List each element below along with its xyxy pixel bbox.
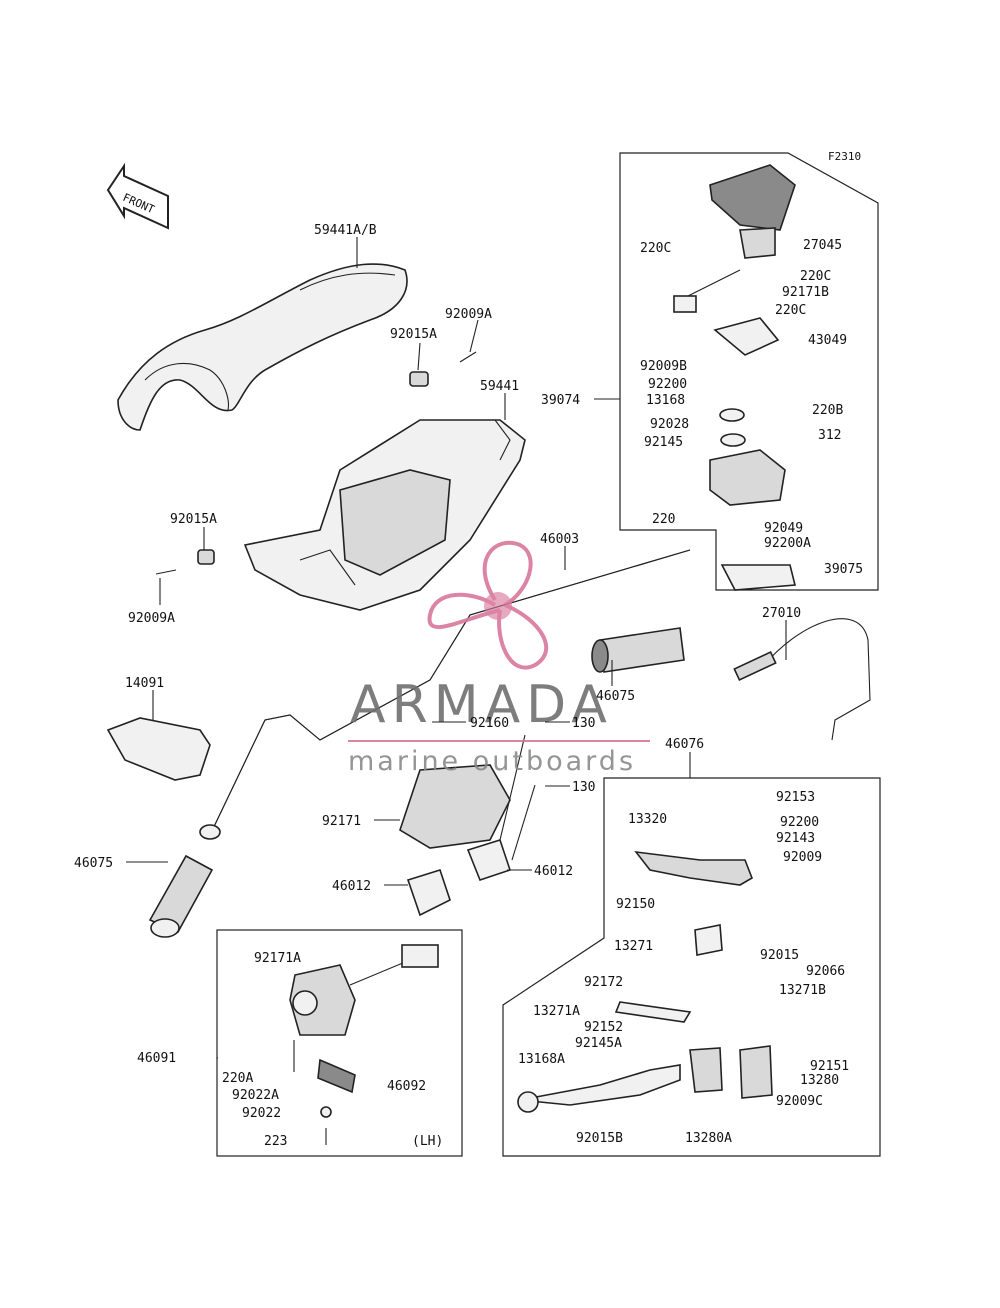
label-92200-a: 92200 (648, 377, 687, 392)
label-92009a-left: 92009A (128, 611, 175, 626)
label-220: 220 (652, 512, 675, 527)
handlebar (199, 549, 691, 840)
switch-assembly-box (216, 929, 463, 1157)
label-223: 223 (264, 1134, 287, 1149)
label-312: 312 (818, 428, 841, 443)
label-13271a: 13271A (533, 1004, 580, 1019)
label-92143: 92143 (776, 831, 815, 846)
throttle-cable (759, 618, 871, 741)
collar-92015a-top (409, 371, 429, 387)
label-220c-a: 220C (640, 241, 671, 256)
label-92009c: 92009C (776, 1094, 823, 1109)
label-130-b: 130 (572, 780, 595, 795)
label-92150: 92150 (616, 897, 655, 912)
label-92015a-top: 92015A (390, 327, 437, 342)
watermark-tagline: marine outboards (348, 746, 636, 777)
grip-left (148, 854, 214, 938)
label-13168: 13168 (646, 393, 685, 408)
label-46091: 46091 (137, 1051, 176, 1066)
label-92171: 92171 (322, 814, 361, 829)
label-92200-b: 92200 (780, 815, 819, 830)
bolt-92009a-left (155, 569, 177, 575)
label-46076: 46076 (665, 737, 704, 752)
label-27045: 27045 (803, 238, 842, 253)
part-labels: 59441A/B 92009A 92015A 59441 92015A 9200… (74, 223, 863, 1149)
label-220b: 220B (812, 403, 843, 418)
watermark-brand: ARMADA (350, 675, 613, 735)
handlebar-cover-upper (117, 263, 408, 431)
label-92152: 92152 (584, 1020, 623, 1035)
label-92160: 92160 (470, 716, 509, 731)
label-46003: 46003 (540, 532, 579, 547)
throttle-case (673, 164, 797, 591)
label-13168a: 13168A (518, 1052, 565, 1067)
grip-right (591, 627, 685, 673)
label-46075-left: 46075 (74, 856, 113, 871)
label-220c-b: 220C (800, 269, 831, 284)
label-46012-right: 46012 (534, 864, 573, 879)
label-46092: 46092 (387, 1079, 426, 1094)
label-lh: (LH) (412, 1134, 443, 1149)
label-220c-c: 220C (775, 303, 806, 318)
figure-code: F2310 (828, 150, 861, 163)
label-46075-right: 46075 (596, 689, 635, 704)
brake-lever (517, 850, 773, 1113)
cable-adjuster (733, 651, 777, 681)
label-92153: 92153 (776, 790, 815, 805)
handlebar-holder (399, 734, 536, 917)
label-92049: 92049 (764, 521, 803, 536)
label-92151: 92151 (810, 1059, 849, 1074)
label-14091: 14091 (125, 676, 164, 691)
leader-lines (126, 237, 787, 1059)
lever-assembly-box (502, 777, 881, 1157)
label-92015a-left: 92015A (170, 512, 217, 527)
label-13280a: 13280A (685, 1131, 732, 1146)
label-43049: 43049 (808, 333, 847, 348)
label-59441: 59441 (480, 379, 519, 394)
label-130-a: 130 (572, 716, 595, 731)
label-92145a: 92145A (575, 1036, 622, 1051)
label-39075: 39075 (824, 562, 863, 577)
label-27010: 27010 (762, 606, 801, 621)
label-92172: 92172 (584, 975, 623, 990)
front-arrow-icon: FRONT (106, 162, 169, 230)
label-92171b: 92171B (782, 285, 829, 300)
label-92009a-top: 92009A (445, 307, 492, 322)
label-92009b: 92009B (640, 359, 687, 374)
label-92145: 92145 (644, 435, 683, 450)
collar-92015a-left (197, 549, 215, 565)
label-59441ab: 59441A/B (314, 223, 377, 238)
label-92022a: 92022A (232, 1088, 279, 1103)
label-13280: 13280 (800, 1073, 839, 1088)
label-92015: 92015 (760, 948, 799, 963)
handlebar-cover-lower (243, 419, 526, 611)
label-92009: 92009 (783, 850, 822, 865)
label-92015b: 92015B (576, 1131, 623, 1146)
handlebar-switch (289, 944, 439, 1145)
label-92022: 92022 (242, 1106, 281, 1121)
label-13271: 13271 (614, 939, 653, 954)
label-92171a: 92171A (254, 951, 301, 966)
watermark: ARMADA marine outboards (348, 540, 650, 777)
label-92066: 92066 (806, 964, 845, 979)
pad-14091 (106, 717, 211, 781)
label-92200a: 92200A (764, 536, 811, 551)
label-13320: 13320 (628, 812, 667, 827)
label-39074: 39074 (541, 393, 580, 408)
bolt-92009a-top (459, 351, 477, 363)
label-13271b: 13271B (779, 983, 826, 998)
label-220a: 220A (222, 1071, 253, 1086)
throttle-assembly-box (619, 152, 879, 591)
label-92028: 92028 (650, 417, 689, 432)
label-46012-left: 46012 (332, 879, 371, 894)
